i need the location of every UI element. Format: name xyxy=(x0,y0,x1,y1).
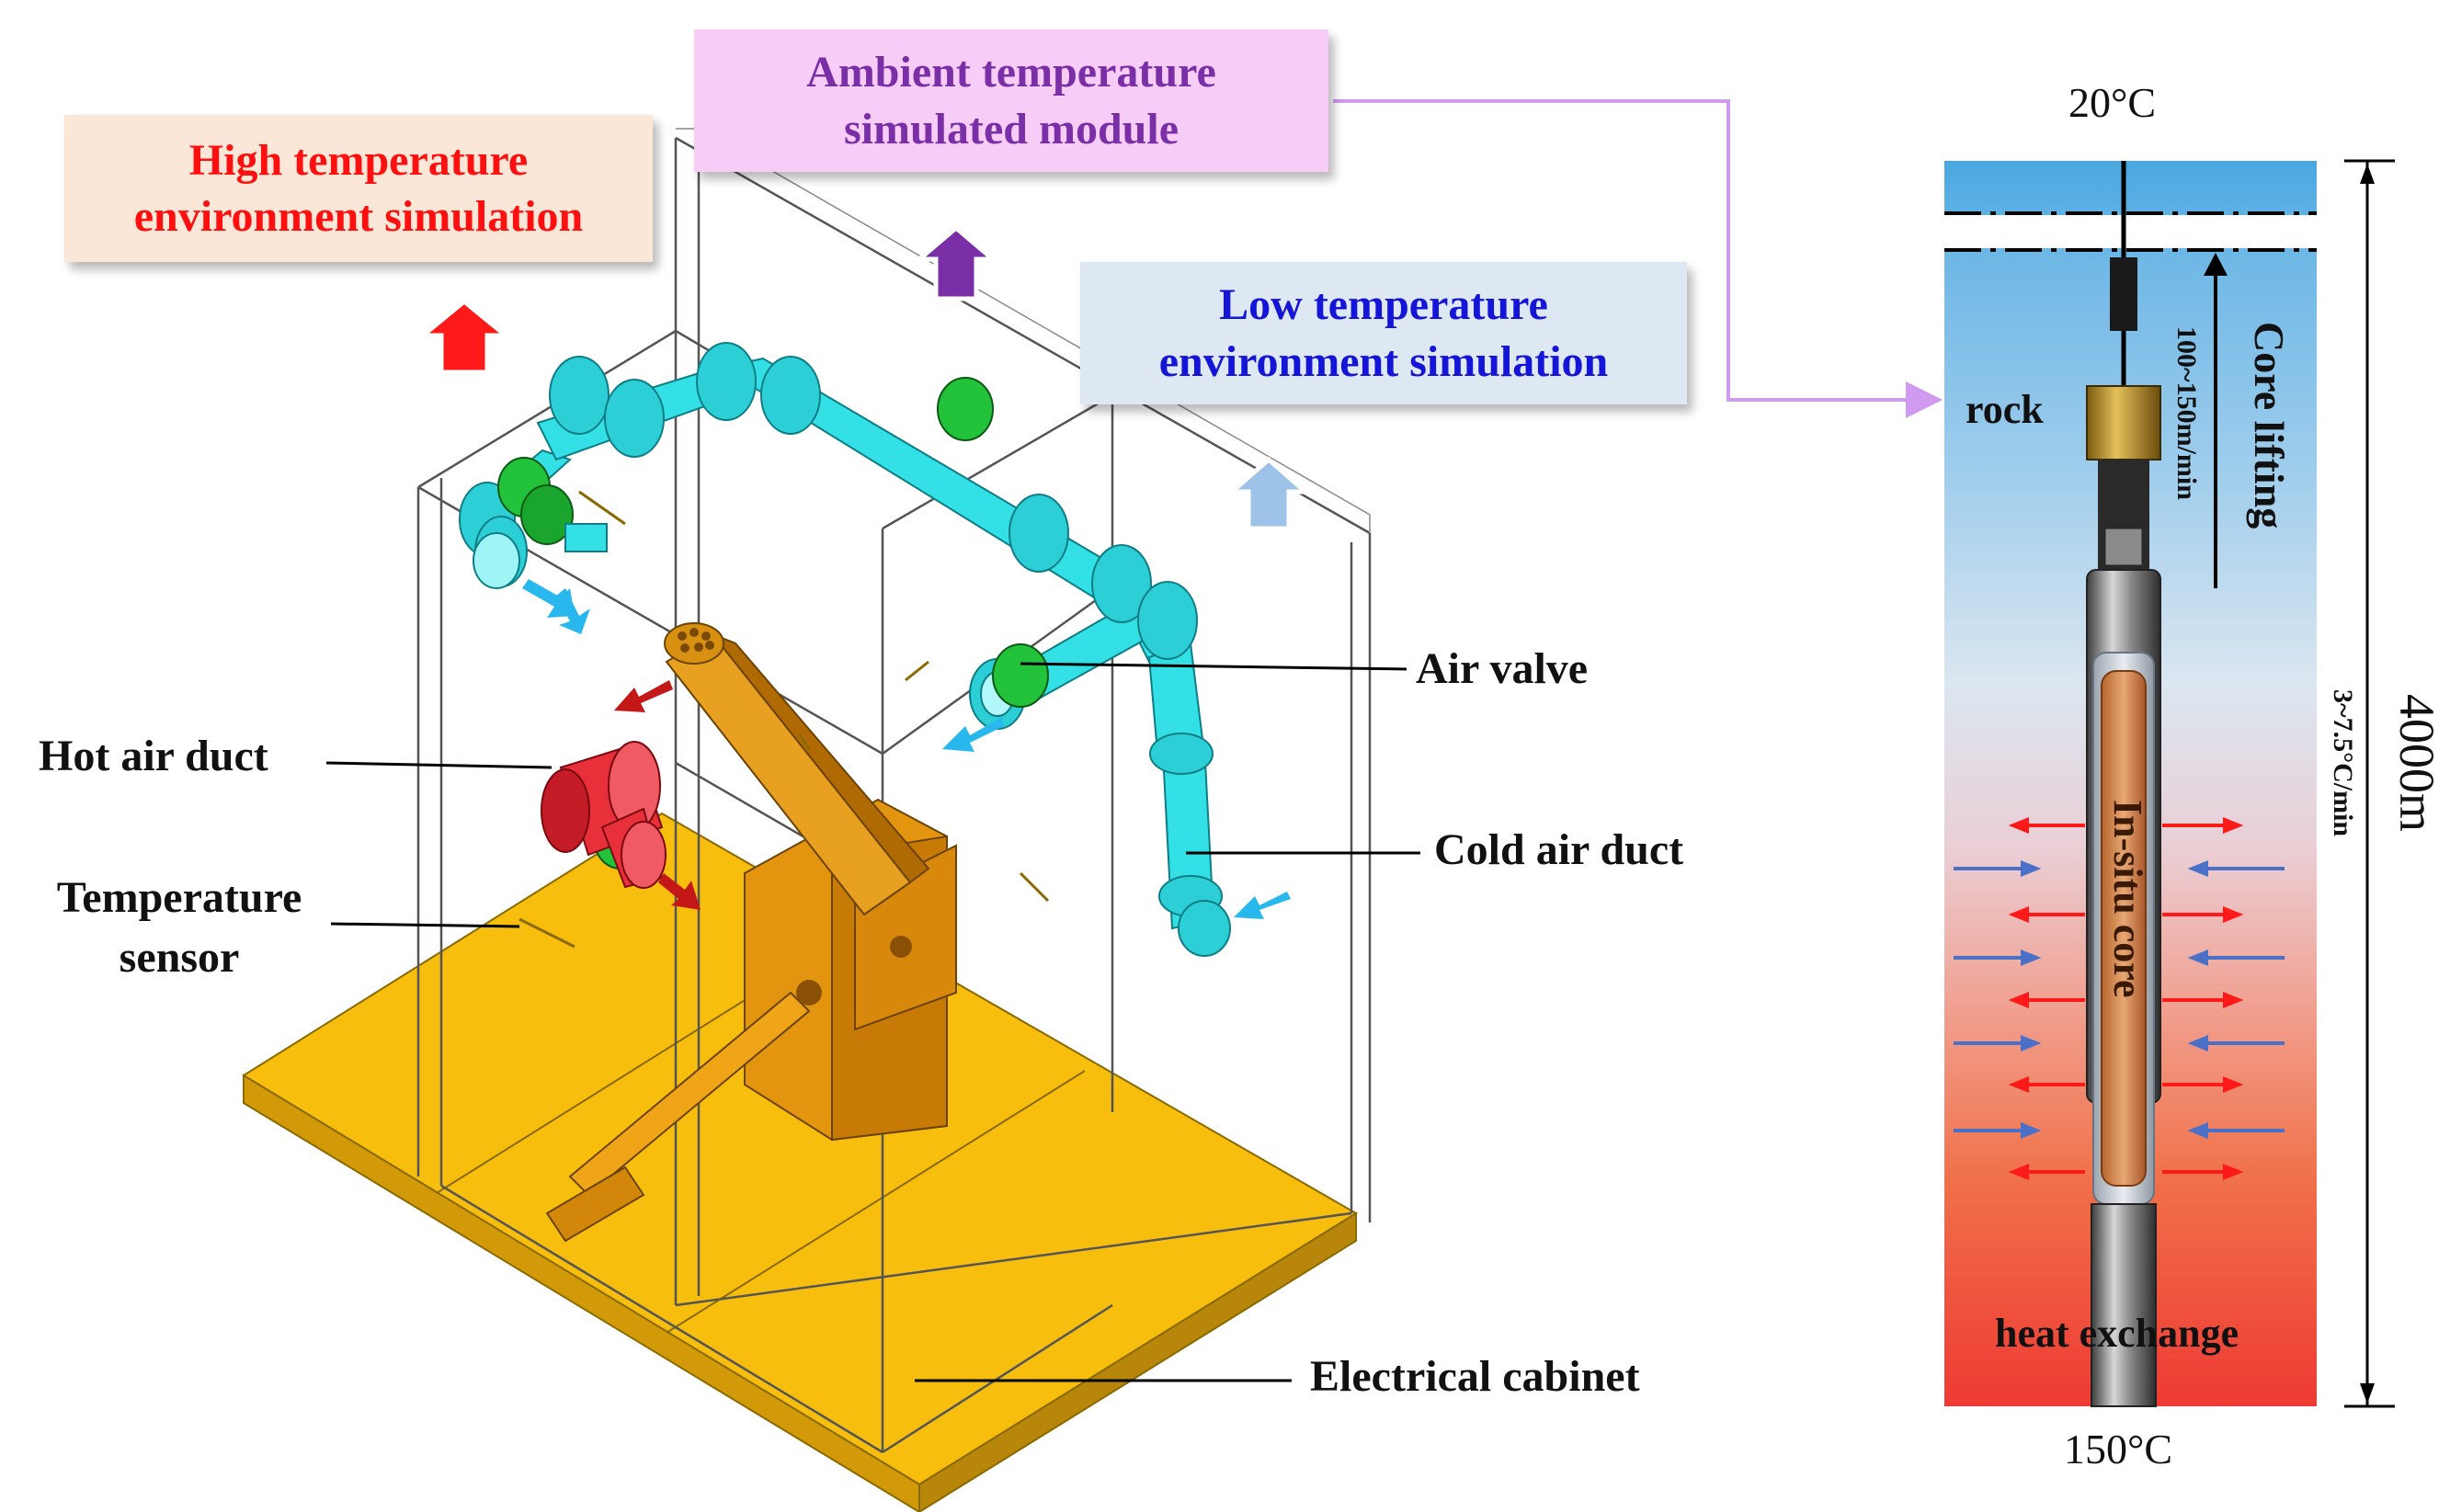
hot-air-duct-label: Hot air duct xyxy=(39,732,268,780)
ambient-temperature-line1: Ambient temperature xyxy=(806,48,1216,97)
borehole-panel xyxy=(1944,159,2395,1408)
core-lifting-label: Core lifting xyxy=(2246,322,2293,529)
rock-label: rock xyxy=(1966,387,2044,432)
coring-tool-head xyxy=(2086,385,2161,460)
arrow-up-lightblue xyxy=(1225,456,1312,531)
temperature-sensor-label: Temperature sensor xyxy=(23,869,336,988)
lift-speed-label: 100~150m/min xyxy=(2171,326,2202,500)
low-temperature-box: Low temperature environment simulation xyxy=(1080,262,1687,404)
ambient-temperature-box: Ambient temperature simulated module xyxy=(694,29,1328,172)
cold-air-duct-label: Cold air duct xyxy=(1434,825,1684,874)
hot-air-duct xyxy=(541,741,667,889)
temperature-sensor-line2: sensor xyxy=(119,932,240,982)
temperature-sensor-line1: Temperature xyxy=(56,873,302,922)
bottom-temperature-label: 150°C xyxy=(2064,1426,2173,1472)
arrow-up-red xyxy=(416,298,512,375)
electrical-cabinet-label: Electrical cabinet xyxy=(1310,1352,1640,1401)
in-situ-core-sample xyxy=(2101,670,2147,1187)
low-temperature-line1: Low temperature xyxy=(1219,280,1548,330)
high-temperature-box: High temperature environment simulation xyxy=(64,115,653,262)
ambient-temperature-line2: simulated module xyxy=(843,104,1179,153)
arrow-up-purple xyxy=(913,224,999,301)
heat-exchange-label: heat exchange xyxy=(1995,1311,2239,1356)
high-temperature-line2: environment simulation xyxy=(133,192,584,241)
core-transfer-machine xyxy=(545,622,957,1243)
cooling-rate-label: 3~7.5°C/min xyxy=(2328,689,2358,837)
heat-exchange-arrows xyxy=(1954,817,2285,1180)
low-temperature-line2: environment simulation xyxy=(1158,336,1609,386)
ambient-connector-line xyxy=(1333,99,1943,418)
top-temperature-label: 20°C xyxy=(2068,79,2157,126)
depth-label: 4000m xyxy=(2389,694,2444,833)
air-valve-label: Air valve xyxy=(1416,644,1589,693)
temperature-sensors xyxy=(518,490,1050,949)
in-situ-core-label: In-situ core xyxy=(2105,800,2150,998)
high-temperature-line1: High temperature xyxy=(188,135,529,185)
base-plate-left-side xyxy=(243,1074,920,1512)
flow-arrows xyxy=(522,579,1291,919)
leader-lines xyxy=(325,662,1420,1382)
base-plate-right-side xyxy=(918,1211,1357,1512)
